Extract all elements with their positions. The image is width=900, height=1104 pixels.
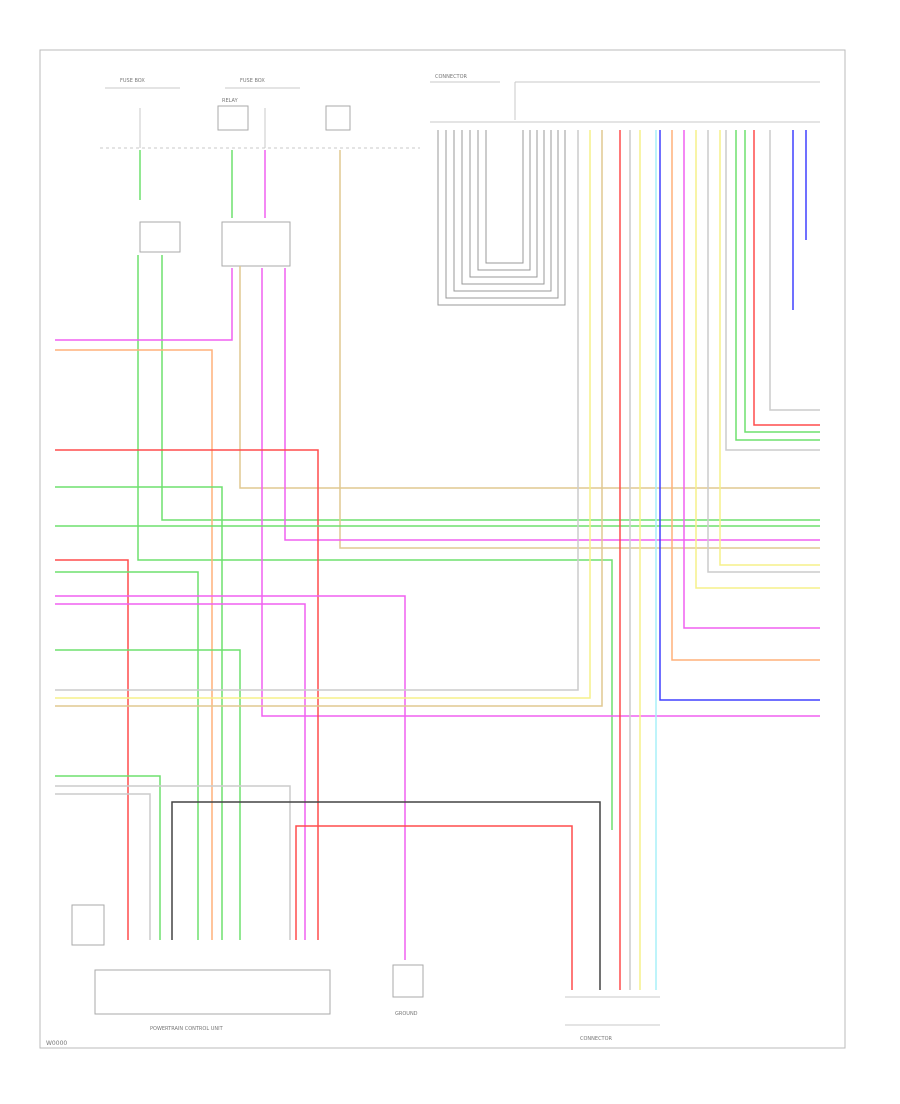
top-left-fuse-block (100, 87, 420, 149)
diagram-frame (39, 49, 846, 1049)
relay-box-2 (325, 105, 351, 131)
left-bottom-ground (71, 904, 105, 946)
ground-label: GROUND (395, 1011, 418, 1017)
main-module-label: POWERTRAIN CONTROL UNIT (150, 1026, 224, 1032)
top-left-fuse-label: FUSE BOX (120, 78, 145, 84)
wires (55, 130, 820, 990)
top-mid-fuse-label: FUSE BOX (240, 78, 265, 84)
sub-connector-label: CONNECTOR (580, 1036, 613, 1042)
relay-module-mid (221, 221, 291, 267)
top-right-connector-block (430, 81, 820, 306)
relay-box (217, 105, 249, 131)
connector-label: CONNECTOR (435, 74, 468, 80)
relay-module-left (139, 221, 181, 253)
ground-unit-box (392, 964, 424, 998)
relay-label: RELAY (222, 98, 239, 104)
main-control-unit (94, 969, 331, 1015)
footer-code: W0000 (46, 1040, 67, 1047)
